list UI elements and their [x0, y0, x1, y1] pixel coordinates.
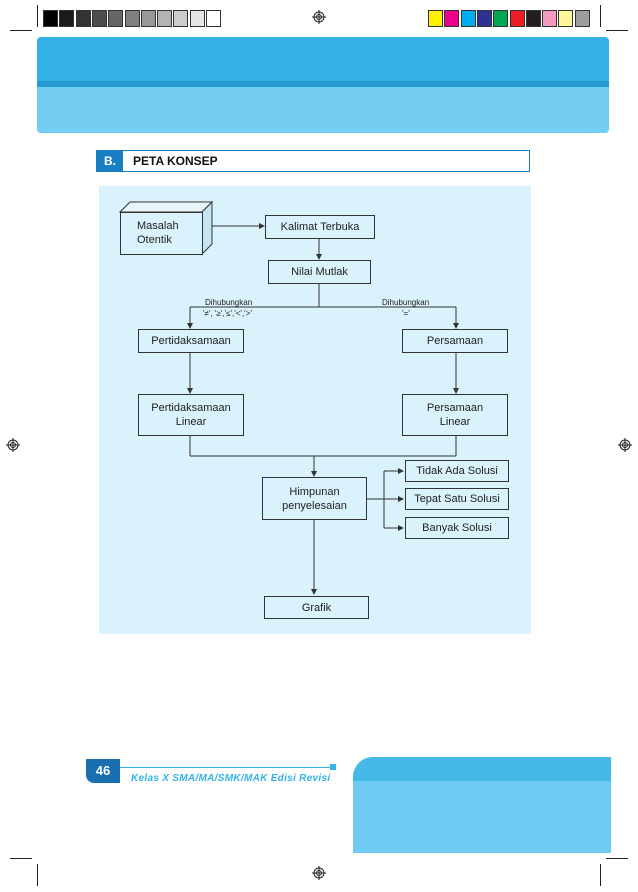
dihubungkan-left-label: Dihubungkan [205, 298, 253, 307]
color-swatch [525, 10, 541, 27]
gray-swatch [124, 10, 140, 27]
footer-rule [120, 767, 332, 768]
crop-mark [37, 864, 38, 886]
grafik-box: Grafik [264, 596, 369, 619]
masalah-otentik-box: Masalah Otentik [120, 212, 203, 255]
crop-mark [37, 5, 38, 27]
crop-mark [606, 30, 628, 31]
section-title: PETA KONSEP [133, 154, 218, 168]
gray-swatch [91, 10, 107, 27]
registration-mark-icon [312, 10, 326, 24]
color-swatch [444, 10, 460, 27]
section-heading: B. PETA KONSEP [96, 150, 530, 172]
persamaan-box: Persamaan [402, 329, 508, 353]
color-swatch [509, 10, 525, 27]
color-swatch [493, 10, 509, 27]
banyak-solusi-box: Banyak Solusi [405, 517, 509, 539]
kalimat-terbuka-box: Kalimat Terbuka [265, 215, 375, 239]
dihubungkan-left-symbols: '≠', '≥','≤','<','>' [203, 309, 252, 318]
footer-decorative-band [353, 757, 611, 853]
book-title: Kelas X SMA/MA/SMK/MAK Edisi Revisi [131, 773, 331, 784]
registration-mark-icon [618, 438, 632, 452]
color-swatch [542, 10, 558, 27]
persamaan-linear-box: Persamaan Linear [402, 394, 508, 436]
gray-swatch [108, 10, 124, 27]
crop-mark [606, 858, 628, 859]
pertidaksamaan-box: Pertidaksamaan [138, 329, 244, 353]
gray-swatch [43, 10, 58, 27]
color-swatch [558, 10, 574, 27]
color-swatch [476, 10, 492, 27]
registration-mark-icon [312, 866, 326, 880]
gray-swatch [206, 10, 221, 27]
gray-swatch [157, 10, 173, 27]
gray-swatch [75, 10, 91, 27]
gray-swatch [173, 10, 189, 27]
dihubungkan-right-label: Dihubungkan [382, 298, 430, 307]
crop-mark [10, 30, 32, 31]
nilai-mutlak-box: Nilai Mutlak [268, 260, 371, 284]
gray-swatch [140, 10, 156, 27]
gray-swatch [189, 10, 205, 27]
color-swatch [574, 10, 590, 27]
page-number: 46 [86, 759, 120, 783]
tidak-ada-solusi-box: Tidak Ada Solusi [405, 460, 509, 482]
pertidaksamaan-linear-box: Pertidaksamaan Linear [138, 394, 244, 436]
dihubungkan-right-symbols: '=' [402, 309, 410, 318]
registration-mark-icon [6, 438, 20, 452]
section-letter: B. [97, 151, 123, 171]
header-decorative-band [37, 37, 609, 133]
himpunan-penyelesaian-box: Himpunan penyelesaian [262, 477, 367, 520]
footer-rule-end [330, 764, 336, 770]
color-swatch [428, 10, 443, 27]
crop-mark [600, 864, 601, 886]
crop-mark [600, 5, 601, 27]
gray-swatch [59, 10, 75, 27]
crop-mark [10, 858, 32, 859]
color-swatch [460, 10, 476, 27]
tepat-satu-solusi-box: Tepat Satu Solusi [405, 488, 509, 510]
